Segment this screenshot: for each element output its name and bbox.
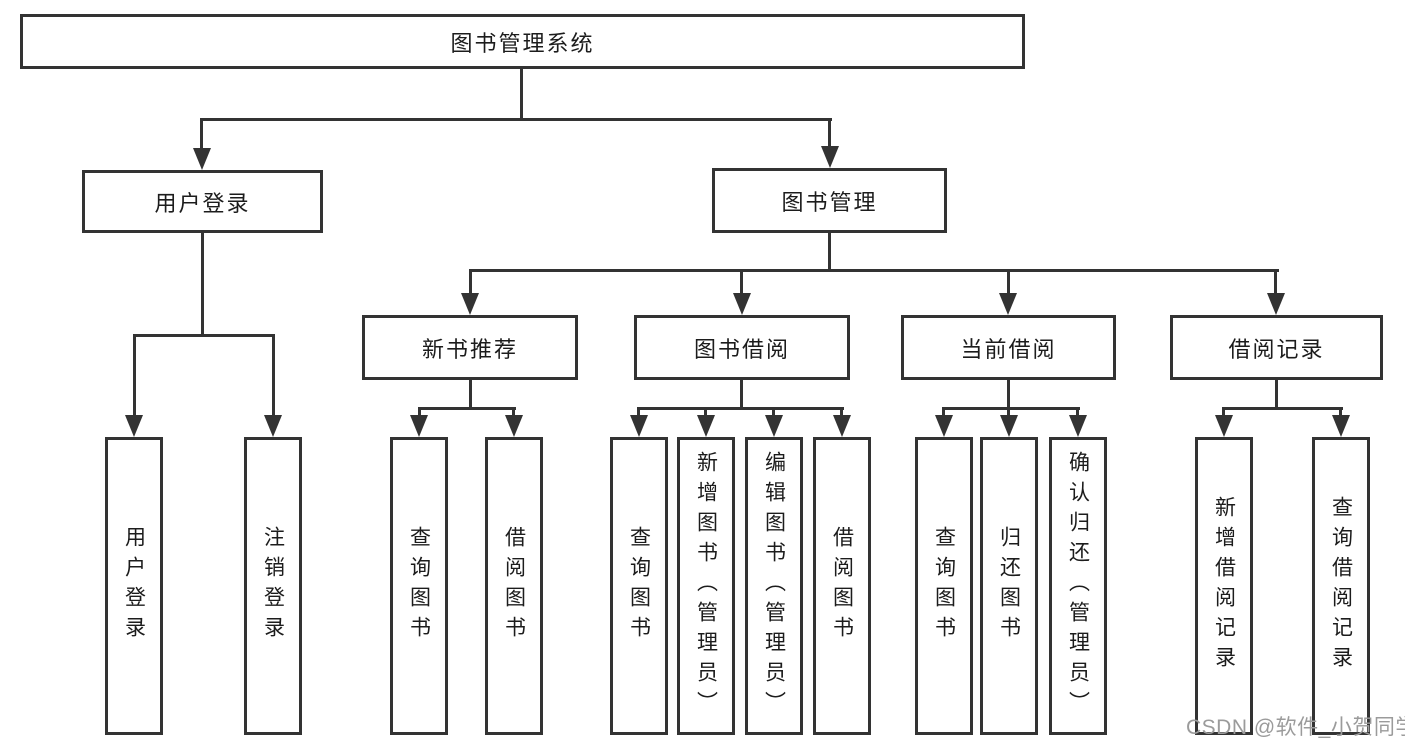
leaf-borrow-books-borrowing: 借阅图书 [813,437,871,735]
arrow-down-icon [1267,293,1285,315]
connector-stem [469,380,472,409]
node-label: 归还图书 [997,526,1021,646]
connector-drop-leaf [942,410,945,415]
arrow-down-icon [630,415,648,437]
connector-drop-leaf [1222,410,1225,415]
leaf-query-books-borrowing: 查询图书 [610,437,668,735]
node-borrowing-records: 借阅记录 [1170,315,1383,380]
node-label: 借阅记录 [1228,336,1325,362]
node-label: 图书管理 [781,189,878,215]
node-new-book-recommend: 新书推荐 [362,315,578,380]
leaf-logout: 注销登录 [244,437,302,735]
node-book-management: 图书管理 [712,168,947,233]
connector-stem [1275,380,1278,409]
leaf-query-books-current: 查询图书 [915,437,973,735]
connector-drop-user-login [200,121,203,148]
node-book-borrowing: 图书借阅 [634,315,850,380]
node-current-borrowing: 当前借阅 [901,315,1116,380]
leaf-query-borrow-record: 查询借阅记录 [1312,437,1370,735]
connector-book-mgmt-stem [828,233,831,271]
node-label: 新增借阅记录 [1212,496,1236,676]
arrow-down-icon [264,415,282,437]
leaf-return-book: 归还图书 [980,437,1038,735]
node-label: 查询图书 [407,526,431,646]
node-label: 查询图书 [627,526,651,646]
leaf-edit-book-admin: 编辑图书（管理员） [745,437,803,735]
node-label: 借阅图书 [502,526,526,646]
node-label: 注销登录 [261,526,285,646]
connector-stem [1007,380,1010,409]
connector-drop-leaf [272,337,275,415]
leaf-add-borrow-record: 新增借阅记录 [1195,437,1253,735]
leaf-confirm-return-admin: 确认归还（管理员） [1049,437,1107,735]
arrow-down-icon [505,415,523,437]
connector-user-login-stem [201,233,204,336]
leaf-query-books-recommend: 查询图书 [390,437,448,735]
connector-drop-leaf [1076,410,1079,415]
connector-drop-leaf [1339,410,1342,415]
connector-drop-leaf [1007,410,1010,415]
connector-split [1222,407,1343,410]
arrow-down-icon [193,148,211,170]
arrow-down-icon [935,415,953,437]
node-label: 当前借阅 [960,336,1057,362]
arrow-down-icon [697,415,715,437]
arrow-down-icon [1000,415,1018,437]
arrow-down-icon [461,293,479,315]
connector-split [637,407,844,410]
connector-drop-level3 [1007,272,1010,293]
connector-user-login-split [133,334,275,337]
arrow-down-icon [1332,415,1350,437]
node-label: 借阅图书 [830,526,854,646]
node-label: 新增图书（管理员） [694,451,718,721]
connector-split [418,407,516,410]
arrow-down-icon [125,415,143,437]
connector-split [942,407,1080,410]
leaf-user-login: 用户登录 [105,437,163,735]
node-label: 用户登录 [122,526,146,646]
arrow-down-icon [1215,415,1233,437]
arrow-down-icon [833,415,851,437]
node-label: 编辑图书（管理员） [762,451,786,721]
connector-level1-split [200,118,832,121]
arrow-down-icon [821,146,839,168]
connector-drop-leaf [637,410,640,415]
node-label: 查询借阅记录 [1329,496,1353,676]
connector-drop-leaf [840,410,843,415]
arrow-down-icon [999,293,1017,315]
arrow-down-icon [1069,415,1087,437]
node-user-login: 用户登录 [82,170,323,233]
node-label: 新书推荐 [421,336,518,362]
arrow-down-icon [410,415,428,437]
arrow-down-icon [765,415,783,437]
leaf-add-book-admin: 新增图书（管理员） [677,437,735,735]
connector-drop-level3 [469,272,472,293]
node-label: 图书借阅 [693,336,790,362]
connector-drop-level3 [1274,272,1277,293]
connector-root-stem [520,69,523,118]
leaf-borrow-books-recommend: 借阅图书 [485,437,543,735]
node-label: 用户登录 [154,190,251,216]
csdn-watermark: CSDN @软件_小贺同学 [1186,716,1405,739]
node-label: 查询图书 [932,526,956,646]
node-label: 确认归还（管理员） [1066,451,1090,721]
connector-drop-leaf [512,410,515,415]
node-label: 图书管理系统 [450,30,595,56]
node-root-library-system: 图书管理系统 [20,14,1025,69]
connector-drop-leaf [133,337,136,415]
connector-drop-level3 [740,272,743,293]
connector-stem [740,380,743,409]
arrow-down-icon [733,293,751,315]
connector-level3-split [469,269,1279,272]
connector-drop-leaf [704,410,707,415]
connector-drop-leaf [418,410,421,415]
connector-drop-book-mgmt [828,121,831,146]
connector-drop-leaf [772,410,775,415]
